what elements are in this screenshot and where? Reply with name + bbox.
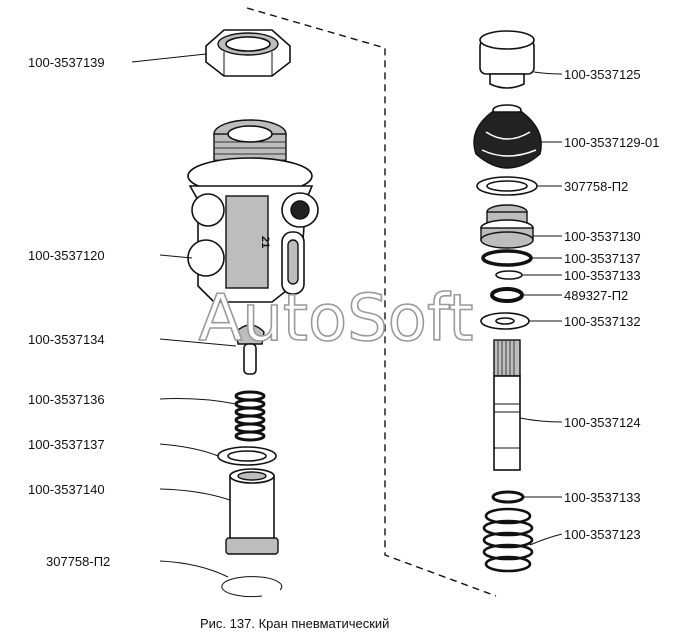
- leader-lines: [131, 53, 563, 578]
- figure-caption: Рис. 137. Кран пневматический: [200, 616, 389, 631]
- assembly-dashed-line: [246, 7, 497, 597]
- label-right-6: 100-3537133: [564, 268, 641, 283]
- sleeve-part: [225, 468, 279, 555]
- label-left-3: 100-3537134: [28, 332, 105, 347]
- circlip-right-part: [476, 176, 538, 196]
- label-right-10: 100-3537133: [564, 490, 641, 505]
- label-left-1: 100-3537139: [28, 55, 105, 70]
- label-right-5: 100-3537137: [564, 251, 641, 266]
- label-left-2: 100-3537120: [28, 248, 105, 263]
- label-right-1: 100-3537125: [564, 67, 641, 82]
- label-right-7: 489327-П2: [564, 288, 628, 303]
- label-right-3: 307758-П2: [564, 179, 628, 194]
- svg-text:21: 21: [259, 236, 271, 248]
- seat-part: [480, 204, 534, 249]
- rubber-boot-part: [473, 104, 542, 169]
- circlip-left-part: [221, 576, 283, 598]
- label-right-2: 100-3537129-01: [564, 135, 659, 150]
- plunger-part: [235, 324, 265, 375]
- valve-stem-part: [493, 339, 521, 471]
- hex-nut-part: [205, 29, 291, 77]
- label-right-9: 100-3537124: [564, 415, 641, 430]
- label-right-8: 100-3537132: [564, 314, 641, 329]
- cap-part: [479, 30, 535, 89]
- watermark-text: AutoSoft: [199, 282, 474, 356]
- spring-small-part: [234, 390, 266, 442]
- washer-left-part: [217, 446, 277, 466]
- label-left-4: 100-3537136: [28, 392, 105, 407]
- spring-large-part: [482, 507, 534, 573]
- label-left-5: 100-3537137: [28, 437, 105, 452]
- label-right-4: 100-3537130: [564, 229, 641, 244]
- spring-washer-part: [490, 287, 524, 303]
- small-ring-part: [495, 270, 523, 280]
- o-ring-right-part: [481, 249, 533, 267]
- lower-ring-part: [491, 490, 525, 504]
- label-right-11: 100-3537123: [564, 527, 641, 542]
- label-left-7: 307758-П2: [46, 554, 110, 569]
- label-left-6: 100-3537140: [28, 482, 105, 497]
- flat-washer-part: [480, 312, 530, 330]
- valve-body-part: 21: [187, 119, 319, 303]
